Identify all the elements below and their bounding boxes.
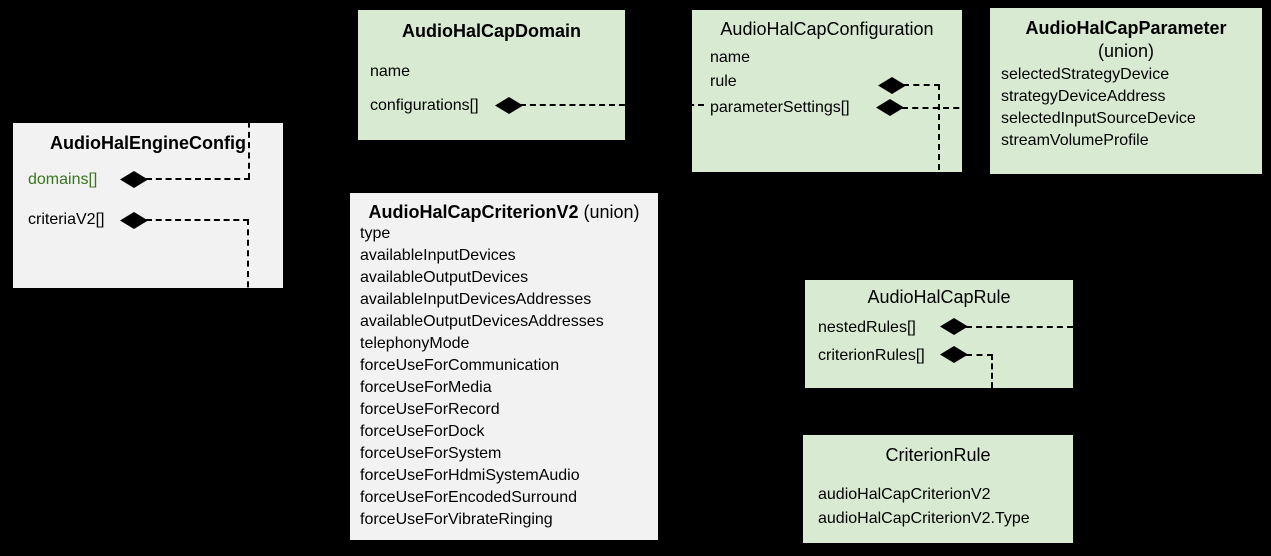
composition-diamond-icon [495,97,523,114]
composition-diamond-icon [120,171,148,188]
field-configurations: configurations[] [370,97,479,114]
class-box-audio-hal-cap-domain: AudioHalCapDomain name configurations[] [358,10,625,140]
class-title: AudioHalCapDomain [401,21,581,41]
field-force-use-for-record: forceUseForRecord [360,401,500,418]
field-force-use-for-hdmi-system-audio: forceUseForHdmiSystemAudio [360,467,580,484]
field-criteria-v2: criteriaV2[] [28,211,105,228]
connector-dashed-line-criterion-rules-h [966,354,993,356]
composition-diamond-icon [940,346,968,363]
class-box-audio-hal-cap-configuration: AudioHalCapConfiguration name rule param… [692,10,962,172]
field-force-use-for-communication: forceUseForCommunication [360,357,560,374]
class-title: AudioHalCapCriterionV2 [368,202,579,222]
field-stream-volume-profile: streamVolumeProfile [1001,132,1149,149]
field-strategy-device-address: strategyDeviceAddress [1001,88,1166,105]
field-selected-input-source-device: selectedInputSourceDevice [1001,110,1196,127]
connector-dashed-line-criterion-rules-v [991,354,993,435]
class-title-union-suffix: (union) [583,202,640,222]
field-audio-hal-cap-criterion-v2: audioHalCapCriterionV2 [818,486,991,503]
field-telephony-mode: telephonyMode [360,335,470,352]
class-title: AudioHalCapParameter [1025,18,1227,38]
composition-diamond-icon [120,212,148,229]
connector-dashed-line-nested-rules [966,326,1073,328]
field-rule: rule [710,73,737,90]
field-force-use-for-encoded-surround: forceUseForEncodedSurround [360,489,578,506]
field-force-use-for-system: forceUseForSystem [360,445,502,462]
connector-dashed-line-rule-h [903,84,940,86]
connector-dashed-line-rule-v [938,84,940,280]
field-domains: domains[] [28,171,98,188]
field-available-input-devices: availableInputDevices [360,247,516,264]
field-name: name [710,49,751,66]
field-available-input-devices-addresses: availableInputDevicesAddresses [360,291,592,308]
field-type: type [360,225,391,242]
field-name: name [370,63,411,80]
class-box-audio-hal-cap-rule: AudioHalCapRule nestedRules[] criterionR… [805,280,1073,388]
field-audio-hal-cap-criterion-v2-type: audioHalCapCriterionV2.Type [818,510,1030,527]
connector-dashed-line-criteria-h [146,219,249,221]
field-force-use-for-media: forceUseForMedia [360,379,492,396]
class-title: AudioHalEngineConfig [50,133,246,153]
field-criterion-rules: criterionRules[] [818,347,925,364]
class-title: CriterionRule [885,445,991,465]
class-box-criterion-rule: CriterionRule audioHalCapCriterionV2 aud… [803,435,1073,543]
composition-diamond-icon [940,318,968,335]
field-force-use-for-dock: forceUseForDock [360,423,485,440]
field-available-output-devices-addresses: availableOutputDevicesAddresses [360,313,604,330]
class-box-audio-hal-cap-criterion-v2: AudioHalCapCriterionV2(union) type avail… [350,193,658,540]
class-subtitle-union: (union) [1097,41,1155,61]
field-force-use-for-vibrate-ringing: forceUseForVibrateRinging [360,511,553,528]
connector-dashed-line-configurations [520,104,704,106]
connector-dashed-line-parameter-settings [902,107,990,109]
field-available-output-devices: availableOutputDevices [360,269,529,286]
field-parameter-settings: parameterSettings[] [710,99,850,116]
composition-diamond-icon [876,99,904,116]
class-title-row: AudioHalCapCriterionV2(union) [350,202,658,223]
class-box-audio-hal-cap-parameter: AudioHalCapParameter (union) selectedStr… [990,8,1262,174]
class-box-audio-hal-engine-config: AudioHalEngineConfig domains[] criteriaV… [13,123,283,288]
composition-diamond-icon [878,77,906,94]
field-nested-rules: nestedRules[] [818,319,916,336]
field-selected-strategy-device: selectedStrategyDevice [1001,66,1170,83]
class-title: AudioHalCapConfiguration [720,19,934,39]
connector-dashed-line-criteria-v [247,219,249,329]
class-title: AudioHalCapRule [867,287,1011,307]
connector-dashed-line-domains-v [248,60,250,179]
connector-dashed-line-domains-h [146,178,250,180]
